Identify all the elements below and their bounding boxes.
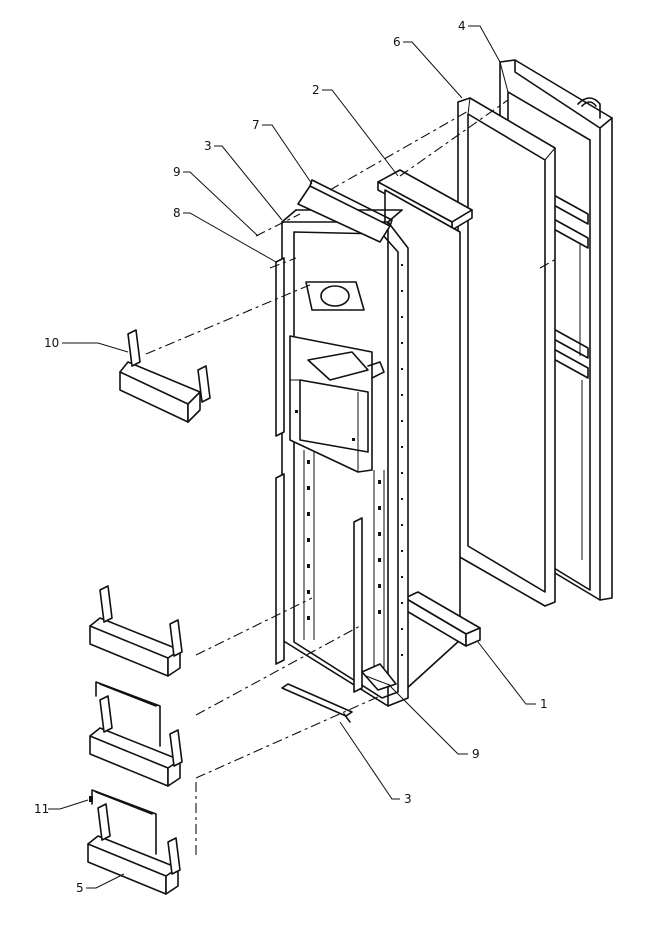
callout-label: 2 bbox=[312, 83, 320, 97]
door-shelf-bin-upper bbox=[119, 329, 211, 423]
left-strip-upper bbox=[275, 257, 285, 437]
callout-label: 7 bbox=[252, 118, 260, 132]
lower-channel bbox=[404, 591, 481, 647]
callout-label: 5 bbox=[76, 881, 84, 895]
lower-bracket bbox=[361, 663, 397, 691]
left-strip-lower bbox=[275, 473, 285, 665]
callout-label: 8 bbox=[173, 206, 181, 220]
bottom-rod bbox=[281, 683, 353, 723]
callout-label: 3 bbox=[404, 792, 412, 806]
door-shelf-bin-5 bbox=[87, 803, 181, 895]
door-gasket bbox=[457, 97, 556, 607]
callout-label: 9 bbox=[173, 165, 181, 179]
callout-labels: 1 2 3 3 4 5 6 7 8 9 9 10 11 bbox=[34, 19, 548, 895]
assembly-lines bbox=[145, 99, 559, 855]
right-strip-lower bbox=[353, 517, 363, 693]
callout-label: 9 bbox=[472, 747, 480, 761]
door-shelf-bin-1 bbox=[89, 585, 183, 677]
callout-label: 10 bbox=[44, 336, 59, 350]
callout-label: 3 bbox=[204, 139, 212, 153]
dispenser-housing bbox=[289, 281, 385, 473]
leader-lines bbox=[48, 25, 536, 889]
rail-holes bbox=[307, 264, 403, 656]
callout-label: 1 bbox=[540, 697, 548, 711]
shelf-retainer-bar bbox=[89, 789, 157, 855]
callout-label: 11 bbox=[34, 802, 49, 816]
callout-label: 6 bbox=[393, 35, 401, 49]
door-shelf-bin-2 bbox=[89, 681, 183, 787]
callout-label: 4 bbox=[458, 19, 466, 33]
